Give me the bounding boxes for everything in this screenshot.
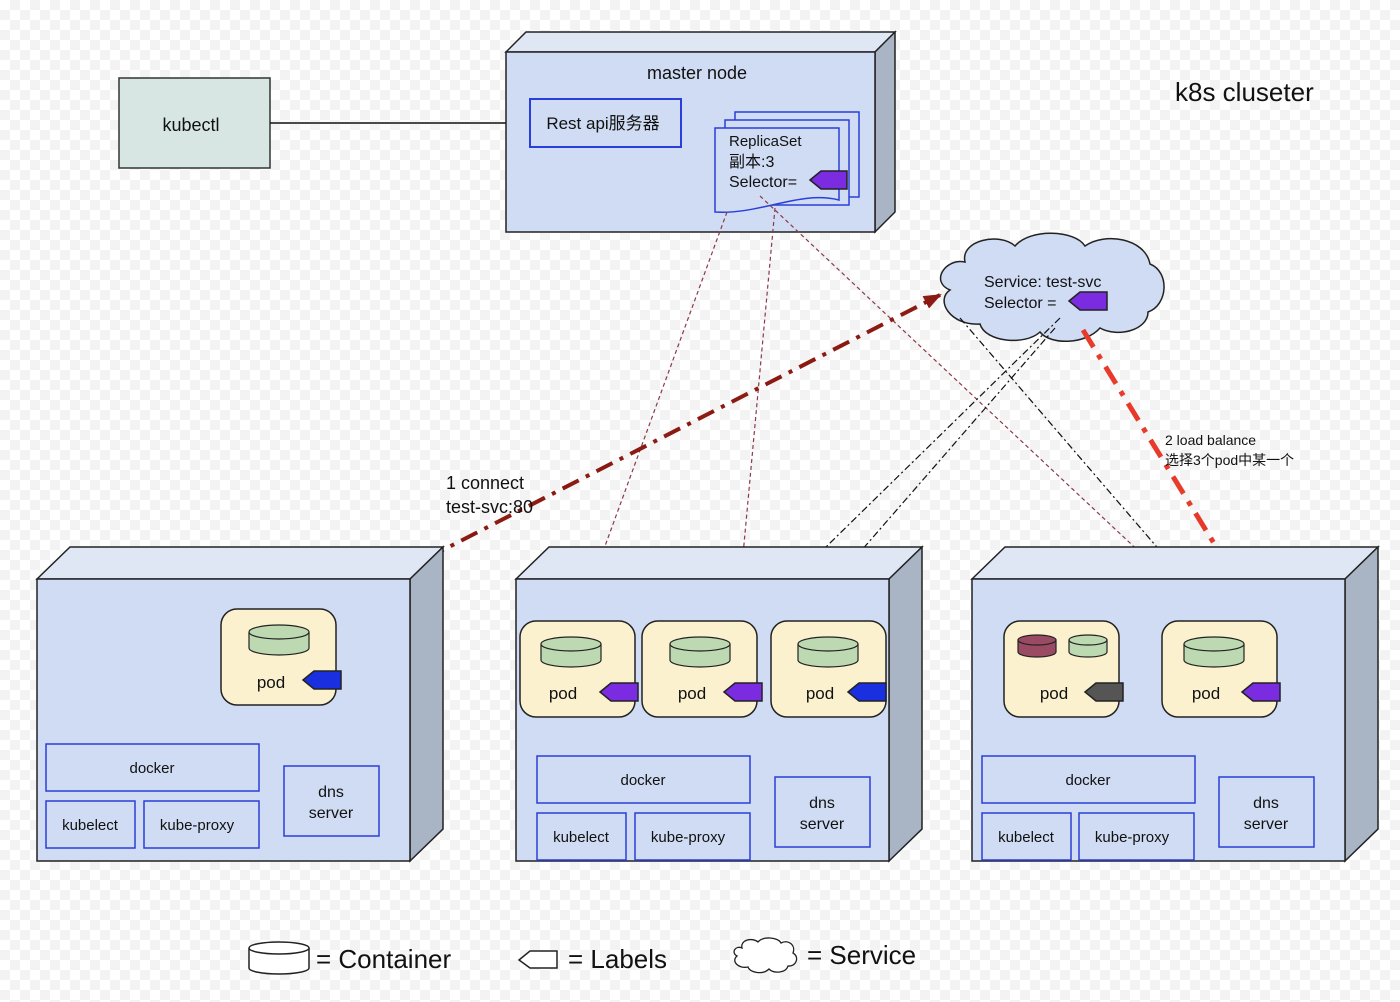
replicaset-doc[interactable]: ReplicaSet 副本:3 Selector=: [714, 111, 860, 213]
pod-label: pod: [1040, 684, 1068, 703]
container-icon: [540, 636, 602, 668]
kubelet-box[interactable]: kubelect: [45, 800, 136, 849]
pod[interactable]: pod: [641, 620, 763, 718]
worker-node-1: pod docker kubelect kube-proxy dns serve…: [35, 545, 445, 863]
pod[interactable]: pod: [770, 620, 887, 718]
master-node-label: master node: [647, 63, 747, 83]
pod[interactable]: pod: [519, 620, 639, 718]
kubectl-box[interactable]: kubectl: [118, 77, 271, 169]
service-cloud[interactable]: Service: test-svc Selector =: [939, 232, 1165, 343]
kubelet-label: kubelect: [998, 829, 1055, 846]
cluster-title: k8s cluseter: [1175, 77, 1314, 107]
worker-node-3: pod pod docker kubelect kube-proxy dns: [970, 545, 1380, 863]
kubelet-label: kubelect: [553, 829, 610, 846]
service-selector: Selector =: [984, 295, 1056, 312]
legend: = Container = Labels = Service: [248, 937, 916, 975]
rest-api-label: Rest api服务器: [546, 114, 659, 133]
dns-label-line1: dns: [1253, 795, 1279, 812]
pod-label: pod: [806, 684, 834, 703]
container-icon: [1068, 634, 1108, 658]
service-selector-tag-icon: [1067, 291, 1108, 311]
docker-box[interactable]: docker: [45, 743, 260, 792]
kubelet-box[interactable]: kubelect: [536, 812, 627, 861]
dns-label-line1: dns: [809, 795, 835, 812]
legend-container-label: = Container: [316, 944, 451, 974]
docker-label: docker: [1065, 772, 1110, 789]
load-balance-arrow: [1080, 328, 1261, 617]
label-tag-icon: [722, 682, 763, 702]
label-tag-icon: [301, 670, 342, 690]
legend-service-label: = Service: [807, 940, 916, 970]
replicaset-selector: Selector=: [729, 174, 797, 191]
container-icon: [1183, 636, 1245, 668]
pod-label: pod: [549, 684, 577, 703]
label-tag-icon: [598, 682, 639, 702]
label-tag-icon: [1240, 682, 1281, 702]
label-tag-icon: [1083, 682, 1124, 702]
pod[interactable]: pod: [1161, 620, 1281, 718]
container-icon: [669, 636, 731, 668]
dns-label-line2: server: [1244, 816, 1289, 833]
pod-label: pod: [678, 684, 706, 703]
pod[interactable]: pod: [1003, 620, 1124, 718]
docker-label: docker: [129, 760, 174, 777]
replicaset-replicas: 副本:3: [729, 153, 774, 171]
kubectl-label: kubectl: [162, 115, 219, 135]
dns-server-box[interactable]: dns server: [774, 776, 871, 848]
label-tag-icon: [846, 682, 887, 702]
service-name: Service: test-svc: [984, 274, 1101, 291]
replicaset-selector-tag-icon: [808, 170, 848, 190]
dns-server-box[interactable]: dns server: [283, 765, 380, 837]
kube-proxy-box[interactable]: kube-proxy: [143, 800, 260, 849]
connect-label-line1: 1 connect: [446, 473, 524, 493]
load-balance-label-line2: 选择3个pod中某一个: [1165, 452, 1294, 468]
load-balance-label-line1: 2 load balance: [1165, 432, 1256, 448]
kube-proxy-label: kube-proxy: [160, 817, 235, 834]
container-icon: [1017, 634, 1057, 658]
docker-box[interactable]: docker: [536, 755, 751, 804]
replicaset-title: ReplicaSet: [729, 133, 802, 150]
dns-server-box[interactable]: dns server: [1218, 776, 1315, 848]
connect-label-line2: test-svc:80: [446, 497, 533, 517]
kubelet-label: kubelect: [62, 817, 119, 834]
kube-proxy-label: kube-proxy: [651, 829, 726, 846]
dns-label-line2: server: [800, 816, 845, 833]
pod-label: pod: [1192, 684, 1220, 703]
kube-proxy-label: kube-proxy: [1095, 829, 1170, 846]
kube-proxy-box[interactable]: kube-proxy: [1078, 812, 1195, 861]
pod-label: pod: [257, 673, 285, 692]
dns-label-line2: server: [309, 805, 354, 822]
docker-box[interactable]: docker: [981, 755, 1196, 804]
container-icon: [797, 636, 859, 668]
kubelet-box[interactable]: kubelect: [981, 812, 1072, 861]
pod[interactable]: pod: [220, 608, 342, 706]
worker-node-2: pod pod pod docker kub: [514, 545, 924, 863]
legend-container-icon: [248, 941, 310, 975]
legend-label-tag-icon: [517, 950, 558, 969]
dns-label-line1: dns: [318, 784, 344, 801]
container-icon: [248, 624, 310, 656]
kube-proxy-box[interactable]: kube-proxy: [634, 812, 751, 861]
legend-service-cloud-icon: [733, 937, 798, 974]
rest-api-box[interactable]: Rest api服务器: [529, 98, 682, 148]
docker-label: docker: [620, 772, 665, 789]
legend-labels-label: = Labels: [568, 944, 667, 974]
